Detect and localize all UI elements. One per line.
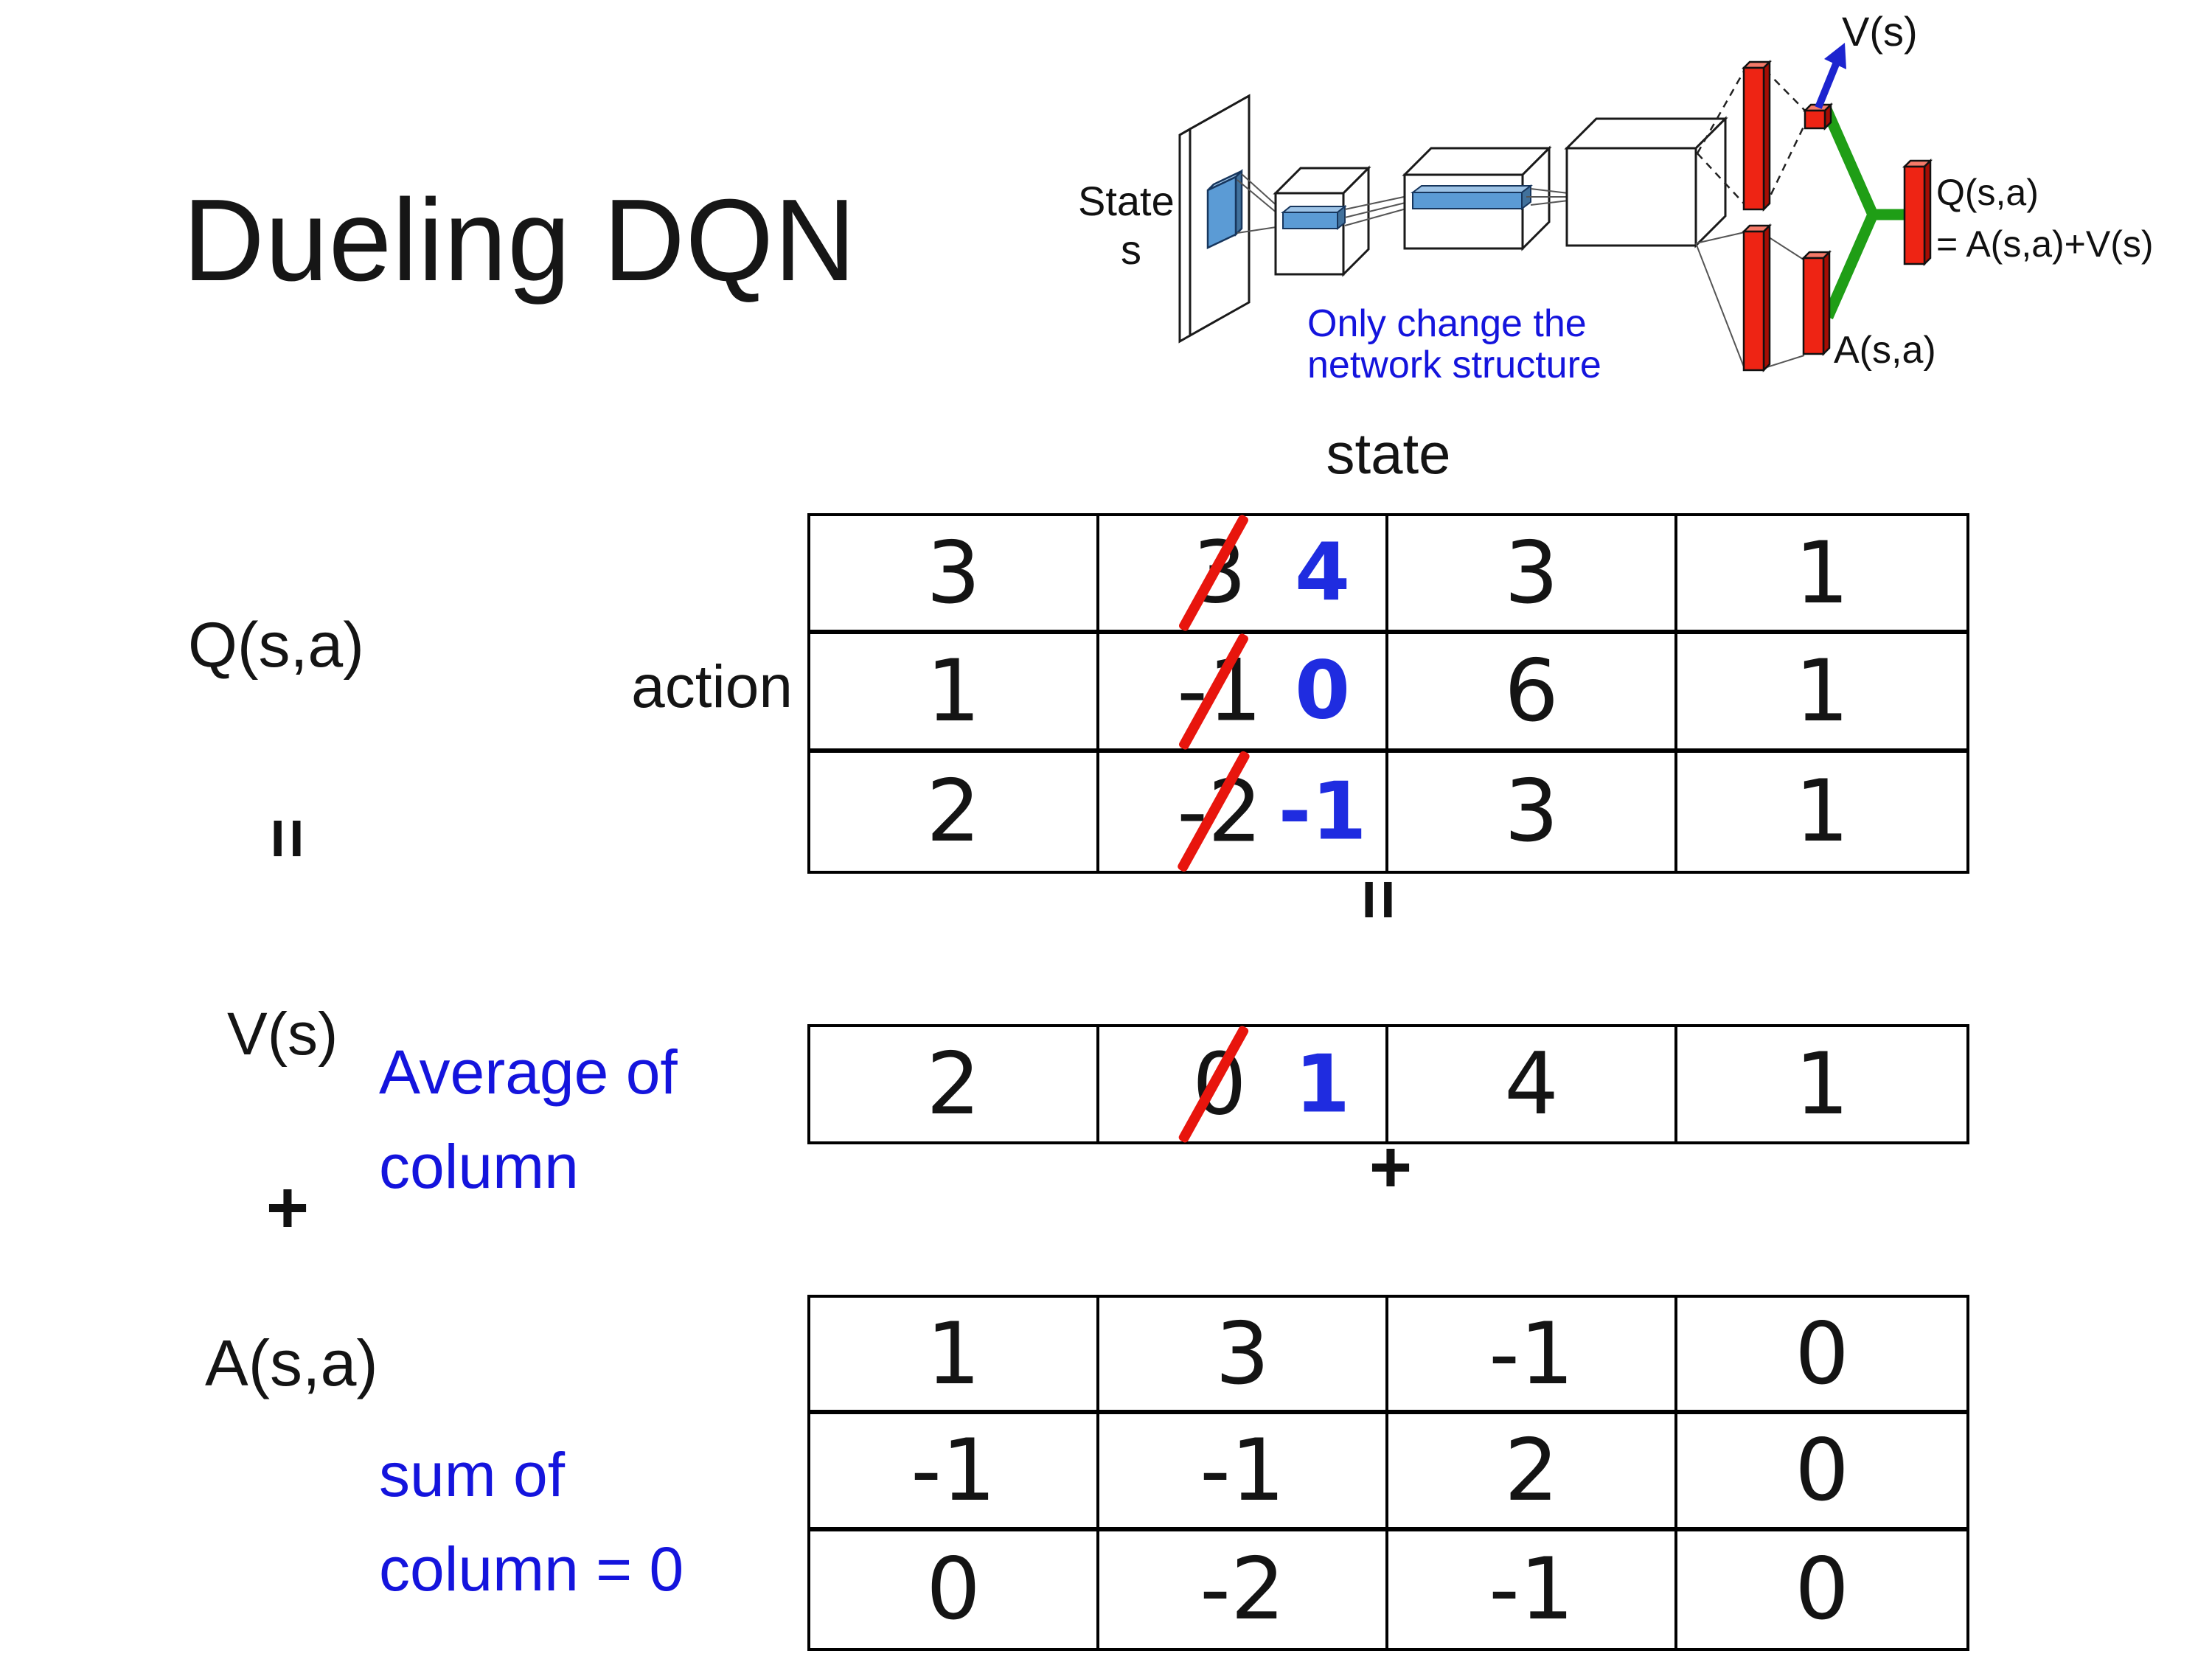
new-value: 1 — [1295, 1038, 1351, 1130]
q-matrix-label: Q(s,a) — [188, 610, 364, 681]
q-table: 3 3 4 3 1 1 -1 0 6 1 2 -2 -1 3 1 — [807, 513, 1969, 874]
feature-bar-1 — [1281, 204, 1347, 231]
average-note-line1: Average of — [379, 1037, 678, 1107]
a-cell-r1c1: 1 — [810, 1298, 1099, 1415]
q-cell-r1c4: 1 — [1677, 516, 1966, 635]
dueling-network-diagram: V(s) Q(s,a) = A(s,a)+V(s) A(s,a) State s… — [1078, 8, 2154, 386]
feature-bar-2 — [1411, 184, 1533, 210]
fc-box — [1564, 116, 1728, 248]
aggregation-link — [1821, 106, 1907, 320]
a-matrix-label: A(s,a) — [205, 1326, 378, 1399]
state-axis-label: state — [1326, 421, 1451, 486]
advantage-output-bar — [1801, 249, 1832, 357]
v-cell-c4: 1 — [1795, 1034, 1849, 1134]
a-cell-r3c4: 0 — [1795, 1540, 1849, 1640]
diagram-q-out-label-line1: Q(s,a) — [1936, 172, 2039, 213]
new-value: 4 — [1295, 526, 1351, 619]
q-cell-r1c2-revised: 3 4 — [1099, 513, 1388, 635]
slide-title: Dueling DQN — [183, 175, 857, 305]
average-note-line2: column — [379, 1132, 579, 1201]
sum-of-column-note: sum of column = 0 — [379, 1427, 684, 1616]
v-cell-c1: 2 — [810, 1027, 1099, 1141]
new-value: 0 — [1295, 644, 1351, 737]
value-stream-links — [1696, 69, 1806, 207]
advantage-stream-links — [1695, 232, 1805, 369]
q-cell-r2c2-revised: -1 0 — [1099, 632, 1388, 753]
q-cell-r3c4: 1 — [1795, 762, 1849, 862]
value-scalar-box — [1802, 102, 1834, 131]
a-cell-r2c4: 0 — [1677, 1414, 1966, 1531]
conv-filter-1 — [1206, 168, 1243, 249]
q-cell-r3c2-revised: -2 -1 — [1099, 750, 1388, 874]
diagram-state-label-line1: State — [1078, 178, 1175, 224]
v-table: 2 0 1 4 1 — [807, 1024, 1969, 1144]
a-cell-r1c3: -1 — [1388, 1298, 1677, 1415]
diagram-q-out-label-line2: = A(s,a)+V(s) — [1936, 223, 2154, 265]
q-cell-r2c1: 1 — [810, 634, 1099, 753]
q-cell-r2c4: 1 — [1677, 634, 1966, 753]
v-cell-c2-revised: 0 1 — [1099, 1024, 1388, 1144]
new-value: -1 — [1278, 765, 1367, 858]
equals-rotated-left: = — [229, 787, 347, 890]
average-of-column-note: Average of column — [379, 1025, 678, 1214]
diagram-note-line2: network structure — [1307, 344, 1601, 386]
plus-sign-left: + — [265, 1166, 310, 1249]
a-cell-r2c2: -1 — [1099, 1414, 1388, 1531]
diagram-state-label-line2: s — [1121, 226, 1141, 273]
diagram-v-out-label: V(s) — [1842, 8, 1918, 55]
q-cell-r3c1: 2 — [810, 752, 1099, 871]
q-cell-r3c3: 3 — [1388, 752, 1677, 871]
projection-lines-2 — [1344, 194, 1415, 226]
equals-glyph: = — [1340, 878, 1419, 921]
a-cell-r2c3: 2 — [1388, 1414, 1677, 1531]
q-output-bar — [1902, 158, 1933, 267]
projection-lines-3 — [1526, 188, 1569, 206]
sum-note-line2: column = 0 — [379, 1534, 684, 1604]
advantage-hidden-bar — [1741, 223, 1773, 373]
q-cell-r1c1: 3 — [810, 516, 1099, 635]
value-hidden-bar — [1741, 59, 1773, 212]
equals-glyph: = — [248, 817, 327, 860]
a-cell-r1c4: 0 — [1677, 1298, 1966, 1415]
diagram-a-out-label: A(s,a) — [1834, 329, 1936, 372]
a-cell-r3c2: -2 — [1099, 1531, 1388, 1648]
a-cell-r3c3: -1 — [1388, 1531, 1677, 1648]
a-cell-r1c2: 3 — [1099, 1298, 1388, 1415]
sum-note-line1: sum of — [379, 1440, 566, 1509]
q-cell-r2c3: 6 — [1388, 634, 1677, 753]
a-cell-r2c1: -1 — [810, 1414, 1099, 1531]
v-row-label: V(s) — [227, 1001, 338, 1068]
a-table: 1 3 -1 0 -1 -1 2 0 0 -2 -1 0 — [807, 1295, 1969, 1651]
diagram-note-line1: Only change the — [1307, 302, 1587, 345]
q-cell-r1c3: 3 — [1388, 516, 1677, 635]
action-axis-label: action — [631, 653, 793, 720]
value-arrow — [1815, 43, 1846, 109]
v-cell-c3: 4 — [1388, 1027, 1677, 1141]
a-cell-r3c1: 0 — [810, 1531, 1099, 1648]
